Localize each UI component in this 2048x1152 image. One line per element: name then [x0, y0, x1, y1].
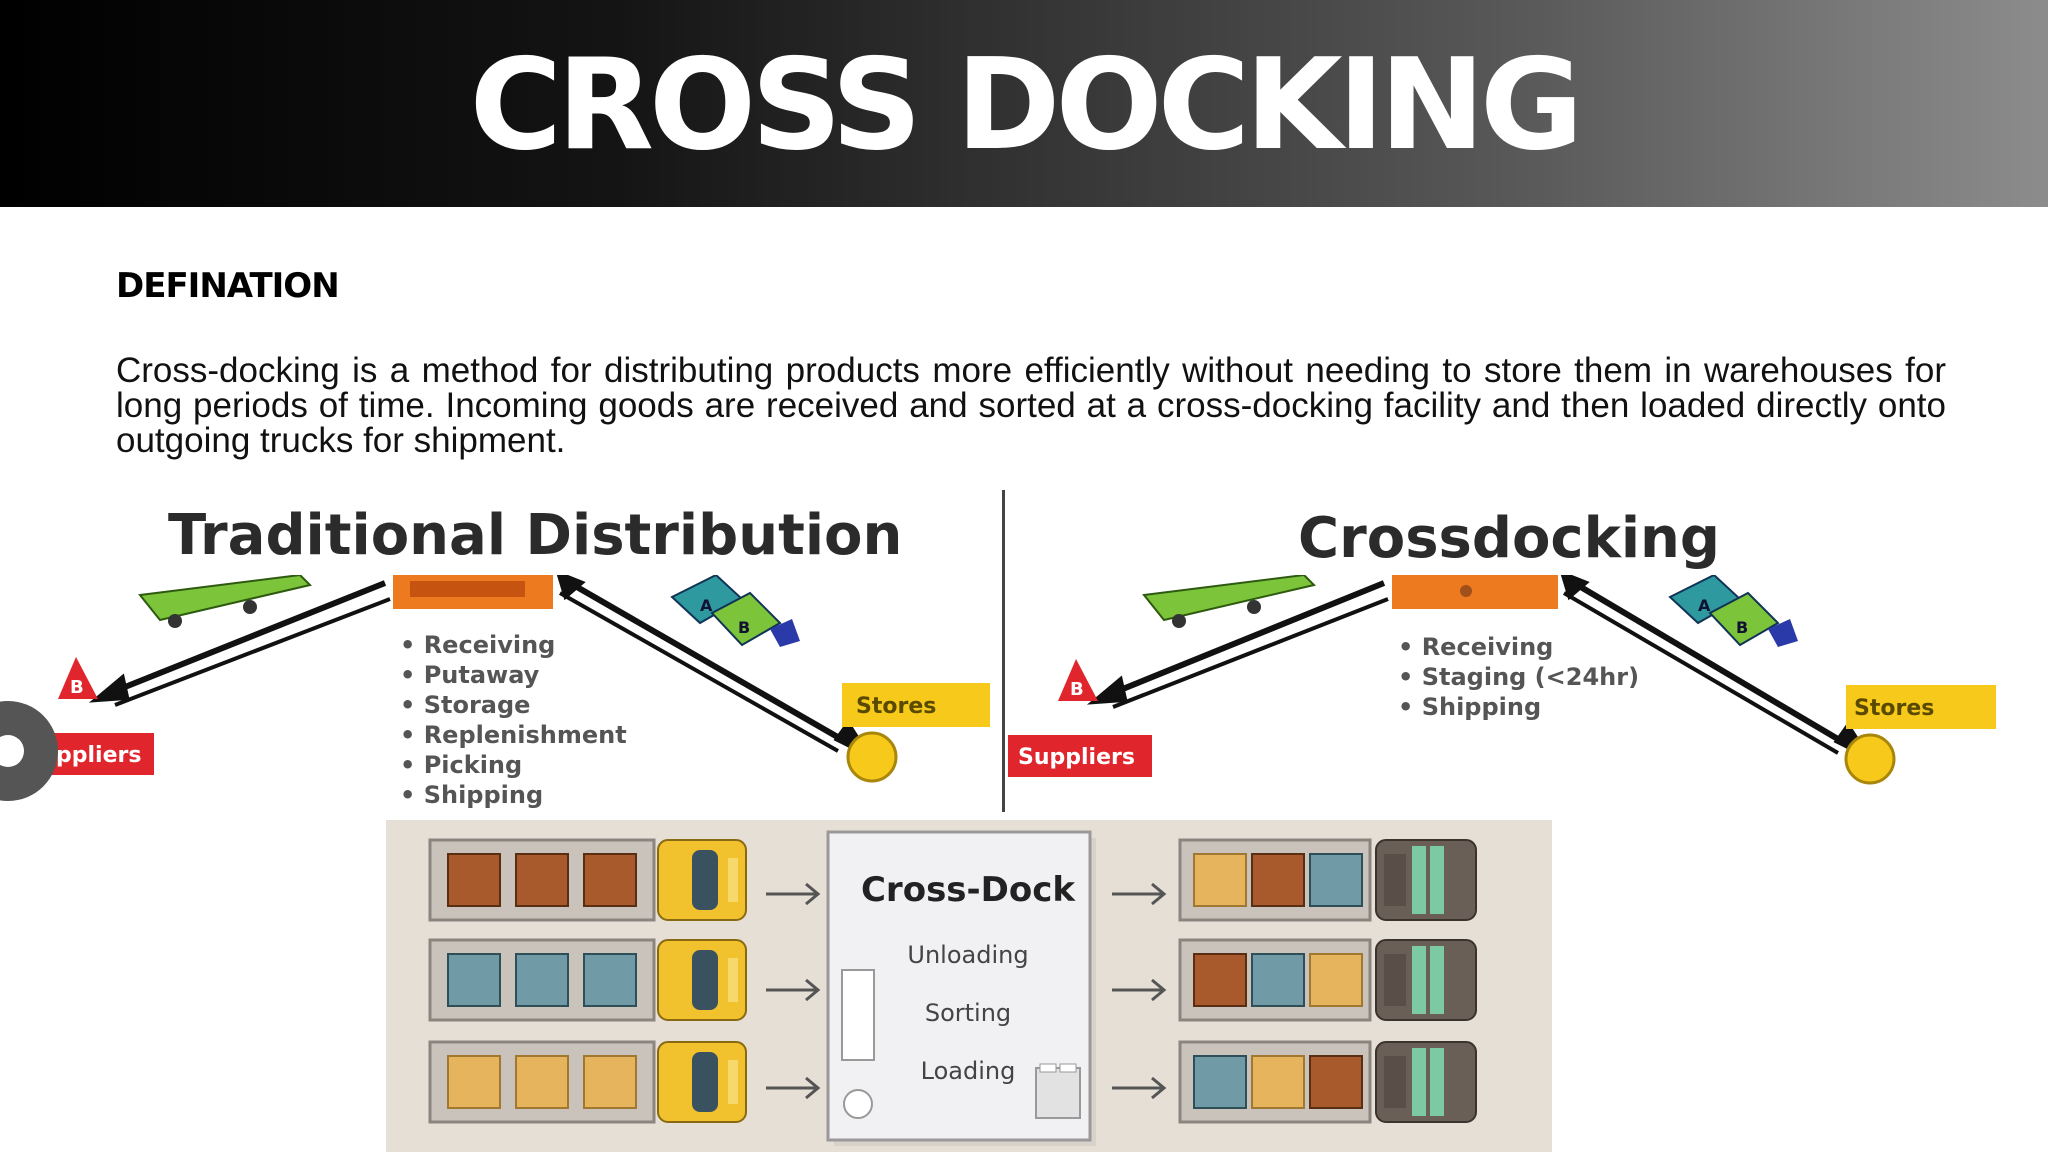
incoming-truck-icon	[428, 938, 747, 1022]
overlay-badge-icon	[0, 701, 58, 801]
ab-truck-icon	[670, 575, 800, 647]
suppliers-label: ppliers	[56, 743, 141, 768]
arrow-to-suppliers-icon	[1086, 580, 1389, 709]
b-marker-label: B	[1070, 679, 1084, 700]
step-item: Shipping	[1398, 692, 1639, 722]
crossdocking-steps: Receiving Staging (<24hr) Shipping	[1398, 632, 1639, 722]
outgoing-truck-icon	[1178, 938, 1477, 1022]
crossdock-title: Cross-Dock	[860, 870, 1075, 910]
truck-letter-b: B	[1736, 618, 1748, 637]
truck-letter-a: A	[700, 596, 713, 615]
step-item: Staging (<24hr)	[1398, 662, 1639, 692]
incoming-truck-icon	[428, 838, 747, 922]
truck-letter-b: B	[738, 618, 750, 637]
step-item: Receiving	[400, 630, 627, 660]
step-item: Receiving	[1398, 632, 1639, 662]
ab-truck-icon	[1668, 575, 1798, 647]
b-marker-label: B	[70, 677, 84, 698]
crossdock-building-icon	[826, 830, 1096, 1146]
step-item: Picking	[400, 750, 627, 780]
incoming-truck-icon	[428, 1040, 747, 1124]
truck-letter-a: A	[1698, 596, 1711, 615]
outgoing-truck-icon	[1178, 838, 1477, 922]
stores-sign	[1846, 685, 1996, 729]
b-marker-icon	[1058, 659, 1098, 701]
step-item: Storage	[400, 690, 627, 720]
step-item: Replenishment	[400, 720, 627, 750]
diagram-divider	[1002, 490, 1005, 812]
incoming-truck-icon	[1142, 575, 1316, 628]
crossdock-step-unloading: Unloading	[907, 941, 1029, 969]
traditional-title: Traditional Distribution	[168, 503, 903, 568]
stores-label: Stores	[1854, 696, 1934, 721]
crossdock-step-sorting: Sorting	[924, 999, 1012, 1027]
page-title: CROSS DOCKING	[469, 31, 1584, 178]
arrow-to-suppliers-icon	[88, 580, 391, 707]
step-item: Shipping	[400, 780, 627, 810]
crossdock-step-loading: Loading	[920, 1057, 1016, 1085]
definition-heading: DEFINATION	[116, 266, 340, 306]
suppliers-label: Suppliers	[1018, 745, 1135, 770]
stores-sign	[842, 683, 990, 727]
suppliers-sign	[1008, 735, 1152, 777]
crossdock-panel	[386, 820, 1552, 1152]
crossdock-facility-icon	[1392, 575, 1558, 609]
b-marker-icon	[58, 657, 98, 699]
incoming-truck-icon	[138, 575, 312, 628]
crossdocking-title: Crossdocking	[1298, 506, 1720, 571]
store-pin-icon	[1844, 733, 1896, 785]
crossdocking-illustration: A B B Suppliers Stores	[1008, 575, 1996, 785]
warehouse-icon	[393, 575, 553, 609]
stores-label: Stores	[856, 694, 936, 719]
store-pin-icon	[846, 731, 898, 783]
traditional-steps: Receiving Putaway Storage Replenishment …	[400, 630, 627, 810]
traditional-illustration: A B B ppliers Stores	[0, 575, 990, 801]
step-item: Putaway	[400, 660, 627, 690]
definition-text: Cross-docking is a method for distributi…	[116, 351, 1946, 460]
header-banner	[0, 0, 2048, 207]
outgoing-truck-icon	[1178, 1040, 1477, 1124]
